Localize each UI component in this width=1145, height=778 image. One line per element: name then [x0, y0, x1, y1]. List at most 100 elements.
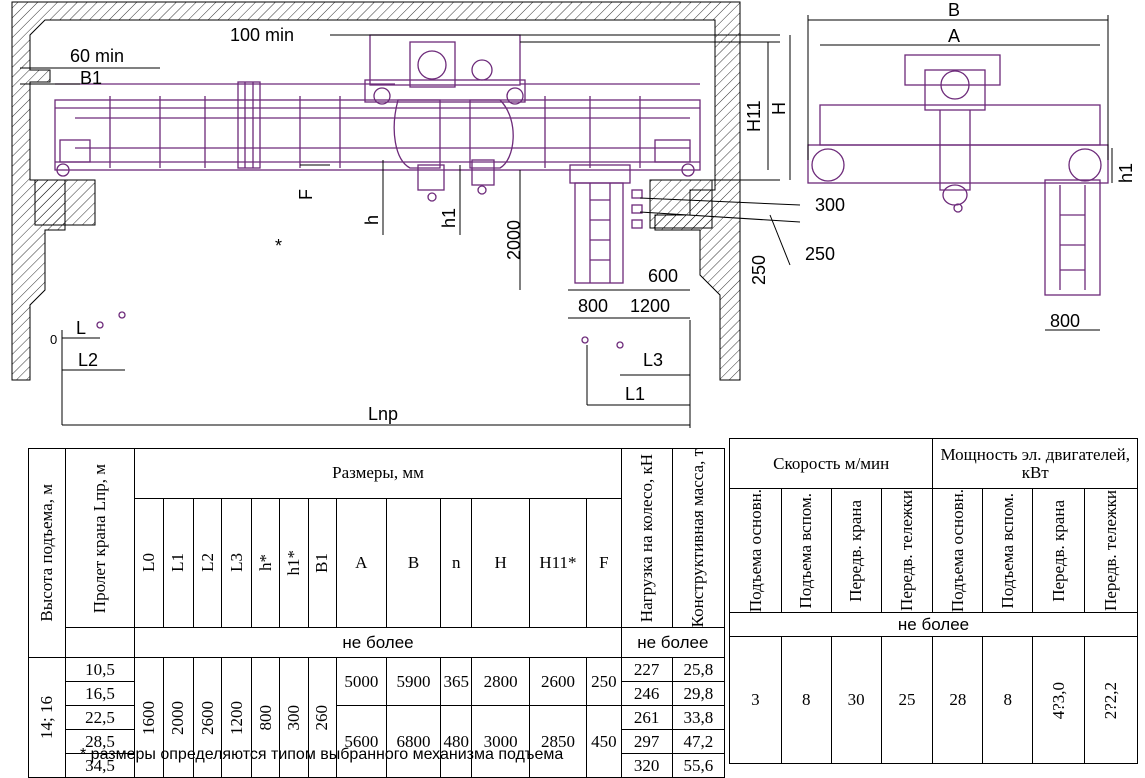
col-l1: L1: [162, 497, 194, 629]
col-hh: H: [471, 497, 530, 629]
value-l0: 1600: [134, 657, 164, 778]
crane-side-view: [807, 54, 1109, 296]
dim-zero: 0: [50, 332, 57, 347]
value-b-1: 5900: [385, 657, 442, 707]
dim-f: F: [296, 189, 316, 200]
crane-bridge: [54, 81, 701, 177]
span-value: 28,5: [64, 729, 136, 755]
col-speed-main-hoist: Подъема основн.: [729, 487, 782, 614]
load-value: 261: [620, 705, 673, 731]
span-value: 16,5: [64, 681, 136, 707]
col-h11: H11*: [528, 497, 588, 629]
col-h1: h1*: [279, 497, 309, 629]
value-speed-trolley-travel: 25: [880, 636, 934, 765]
col-l0: L0: [134, 497, 164, 629]
value-h11-1: 2600: [528, 657, 588, 707]
mass-value: 29,8: [671, 681, 726, 707]
dim-b1: B1: [80, 68, 102, 88]
lift-height-header: Высота подъема, м: [28, 447, 66, 659]
col-a: A: [335, 497, 387, 629]
load-value: 320: [620, 753, 673, 778]
load-header: Нагрузка на колесо, кН: [620, 447, 673, 629]
dim-2000: 2000: [504, 220, 524, 260]
mass-value: 33,8: [671, 705, 726, 731]
dim-lnp: Lnp: [368, 404, 398, 424]
dim-800-left: 800: [578, 296, 608, 316]
load-value: 227: [620, 657, 673, 683]
power-header: Мощность эл. двигателей, кВт: [932, 438, 1138, 489]
value-speed-main-hoist: 3: [729, 636, 782, 765]
dim-1200: 1200: [630, 296, 670, 316]
rail-support-left: [34, 179, 96, 226]
col-speed-crane-travel: Передв. крана: [830, 487, 882, 614]
dimension-lines: [20, 15, 1113, 428]
dim-l3: L3: [643, 350, 663, 370]
value-hh-2: 3000: [471, 705, 530, 778]
value-power-main-hoist: 28: [932, 636, 984, 765]
col-power-crane-travel: Передв. крана: [1032, 487, 1086, 614]
not-more-label: не более: [729, 612, 1138, 638]
value-hh-1: 2800: [471, 657, 530, 707]
dim-600: 600: [648, 266, 678, 286]
dimensions-table: Высота подъема, м Пролет крана Lпр, м Ра…: [28, 447, 726, 778]
col-power-trolley-travel: Передв. тележки: [1084, 487, 1138, 614]
dim-h: H: [769, 102, 789, 115]
not-more-label-2: не более: [620, 627, 726, 659]
value-n-2: 480: [440, 705, 473, 778]
dim-800-right: 800: [1050, 311, 1080, 331]
value-b-2: 6800: [385, 705, 442, 778]
col-power-main-hoist: Подъема основн.: [932, 487, 984, 614]
dim-60-min: 60 min: [70, 46, 124, 66]
value-power-aux-hoist: 8: [982, 636, 1034, 765]
span-value: 10,5: [64, 657, 136, 683]
value-h: 800: [251, 657, 281, 778]
star-mark: *: [275, 236, 282, 256]
lift-height-value: 14; 16: [28, 657, 66, 778]
speed-power-table: Скорость м/мин Мощность эл. двигателей, …: [728, 438, 1138, 765]
mass-value: 47,2: [671, 729, 726, 755]
col-power-aux-hoist: Подъема вспом.: [982, 487, 1034, 614]
dim-h-small: h: [362, 215, 382, 225]
col-speed-aux-hoist: Подъема вспом.: [780, 487, 832, 614]
hook-markers: [96, 311, 624, 349]
value-l1: 2000: [162, 657, 194, 778]
blank-cell: [64, 627, 136, 659]
col-n: n: [440, 497, 473, 629]
load-value: 297: [620, 729, 673, 755]
dim-l1: L1: [625, 384, 645, 404]
col-b1: B1: [307, 497, 337, 629]
value-power-trolley-travel: 2?2,2: [1084, 636, 1138, 765]
value-a-2: 5600: [335, 705, 387, 778]
col-h: h*: [251, 497, 281, 629]
dim-l: L: [76, 318, 86, 338]
value-a-1: 5000: [335, 657, 387, 707]
value-f-1: 250: [586, 657, 622, 707]
value-h11-2: 2850: [528, 705, 588, 778]
dim-h1-right: h1: [1116, 163, 1136, 183]
col-b: B: [385, 497, 442, 629]
dim-h11: H11: [744, 100, 764, 132]
col-f: F: [586, 497, 622, 629]
value-power-crane-travel: 4?3,0: [1032, 636, 1086, 765]
dim-h1-left: h1: [439, 208, 459, 228]
value-n-1: 365: [440, 657, 473, 707]
footnote: * размеры определяются типом выбранного …: [80, 746, 564, 763]
load-value: 246: [620, 681, 673, 707]
dim-250-vertical: 250: [749, 255, 769, 285]
col-speed-trolley-travel: Передв. тележки: [880, 487, 934, 614]
col-l3: L3: [221, 497, 253, 629]
speed-header: Скорость м/мин: [728, 438, 934, 489]
value-l3: 1200: [221, 657, 253, 778]
value-speed-aux-hoist: 8: [780, 636, 832, 765]
mass-value: 55,6: [671, 753, 726, 778]
dims-header: Размеры, мм: [134, 448, 622, 499]
dim-250: 250: [805, 244, 835, 264]
span-header: Пролет крана Lпр, м: [64, 447, 136, 629]
dim-a: A: [948, 26, 960, 46]
value-b1: 260: [307, 657, 337, 778]
dim-l2: L2: [78, 350, 98, 370]
dim-300: 300: [815, 195, 845, 215]
mass-header: Конструктивная масса, т: [671, 447, 726, 629]
crane-dimension-drawing: 60 min B1 100 min H11 H F h h1 2000 * 60…: [11, 0, 1136, 428]
value-f-2: 450: [586, 705, 622, 778]
